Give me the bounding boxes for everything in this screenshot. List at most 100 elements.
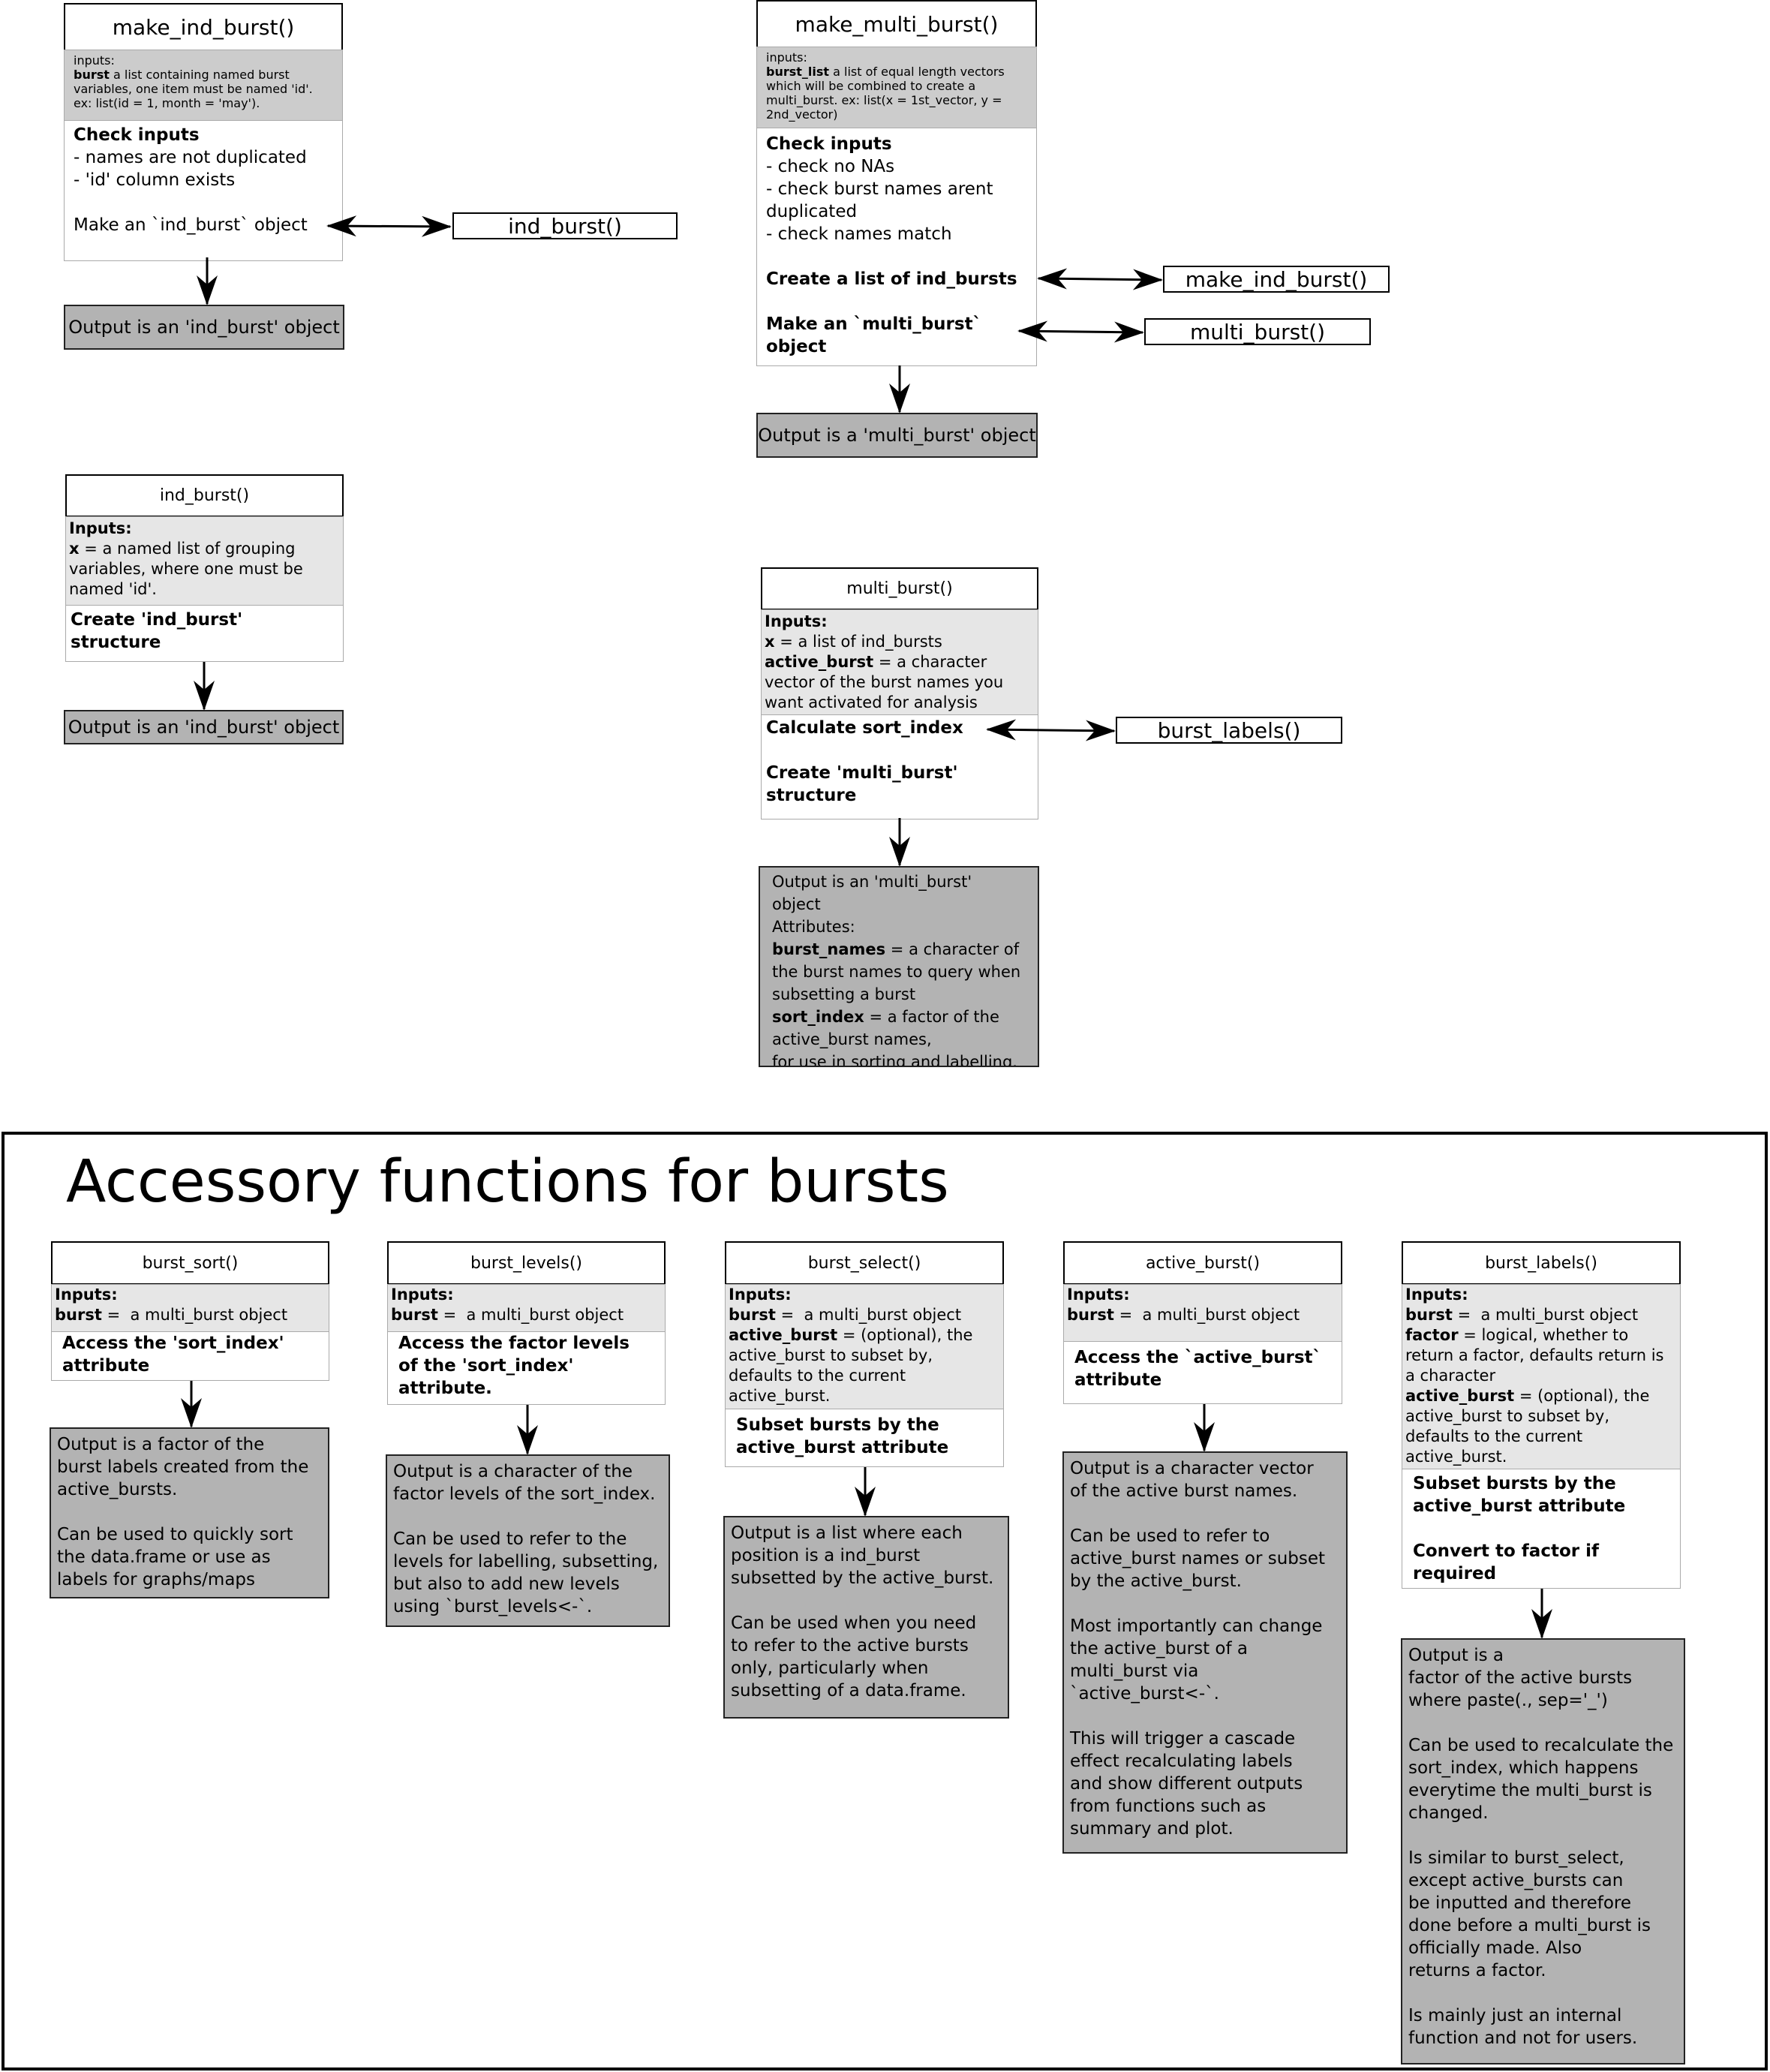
burst-labels-output-line: sort_index, which happens [1408, 1758, 1639, 1778]
burst-labels-output-line: returns a factor. [1408, 1961, 1546, 1980]
active-burst-inputs-line: Inputs: [1067, 1286, 1130, 1304]
make-multi-burst-body-line: - check burst names arent [766, 179, 993, 199]
make-multi-burst-body-line: - check names match [766, 224, 952, 244]
burst-labels-body-line: required [1413, 1564, 1497, 1583]
active-burst-body: Access the `active_burst`attribute [1063, 1341, 1342, 1404]
make-multi-burst-link-2-arrow [1017, 320, 1144, 343]
multi-burst-output-line: object [772, 895, 821, 913]
make-multi-burst-inputs-line: 2nd_vector) [766, 107, 838, 122]
make-ind-burst-inputs-line: variables, one item must be named 'id'. [74, 82, 313, 96]
active-burst-output-line: from functions such as [1070, 1797, 1267, 1816]
burst-select-body-line: active_burst attribute [736, 1438, 949, 1457]
burst-levels-title: burst_levels() [387, 1241, 666, 1285]
burst-labels-output-line: Is similar to burst_select, [1408, 1848, 1624, 1868]
make-ind-burst-body-line: - names are not duplicated [74, 148, 307, 167]
multi-burst-inputs-line: x = a list of ind_bursts [765, 633, 942, 651]
multi-burst-output-line: burst_names = a character of [772, 940, 1020, 958]
multi-burst-link-box: multi_burst() [1144, 318, 1371, 345]
burst-labels-inputs-line: Inputs: [1405, 1286, 1468, 1304]
burst-sort-inputs-line: burst = a multi_burst object [55, 1306, 288, 1324]
active-burst-output-line: Output is a character vector [1070, 1459, 1314, 1478]
make-ind-burst-link-box: make_ind_burst() [1163, 266, 1390, 293]
active-burst-output-line: Can be used to refer to [1070, 1526, 1270, 1546]
burst-labels-output-line: officially made. Also [1408, 1938, 1582, 1958]
ind-burst-inputs-line: variables, where one must be [69, 560, 303, 578]
make-multi-burst-inputs-line: multi_burst. ex: list(x = 1st_vector, y … [766, 93, 1002, 107]
multi-burst-output-line: for use in sorting and labelling. [772, 1053, 1017, 1067]
burst-select-inputs-line: active_burst to subset by, [729, 1346, 933, 1364]
multi-burst-body-line: Create 'multi_burst' [766, 763, 958, 783]
burst-sort-output-line: Can be used to quickly sort [57, 1525, 293, 1544]
burst-levels-body-line: of the 'sort_index' [398, 1356, 574, 1376]
burst-labels-output-line: changed. [1408, 1803, 1489, 1823]
active-burst-output-line: of the active burst names. [1070, 1481, 1298, 1501]
active-burst-output-line: by the active_burst. [1070, 1571, 1242, 1591]
active-burst-output-line: Most importantly can change [1070, 1616, 1323, 1636]
ind-burst-inputs-line: Inputs: [69, 519, 132, 537]
active-burst-output-line: multi_burst via [1070, 1662, 1199, 1681]
burst-sort-inputs: Inputs:burst = a multi_burst object [51, 1284, 329, 1333]
multi-burst-inputs-line: Inputs: [765, 612, 828, 630]
multi-burst-output-line: the burst names to query when [772, 963, 1021, 981]
active-burst-inputs: Inputs: burst = a multi_burst object [1063, 1284, 1342, 1343]
burst-labels-inputs-line: active_burst to subset by, [1405, 1407, 1609, 1425]
burst-labels-output-line: where paste(., sep='_') [1408, 1691, 1608, 1710]
burst-levels-output-line: Can be used to refer to the [393, 1529, 627, 1549]
burst-labels-inputs-line: return a factor, defaults return is [1405, 1346, 1664, 1364]
accessory-functions-frame [2, 1132, 1768, 2070]
burst-labels-output-line: be inputted and therefore [1408, 1893, 1632, 1913]
burst-labels-inputs-line: factor = logical, whether to [1405, 1326, 1629, 1344]
make-multi-burst-inputs-line: burst_list a list of equal length vector… [766, 65, 1005, 79]
burst-levels-inputs: Inputs:burst = a multi_burst object [387, 1284, 666, 1333]
ind-burst-body-line: structure [71, 633, 161, 652]
active-burst-output-line: and show different outputs [1070, 1774, 1303, 1794]
burst-labels-link-box: burst_labels() [1116, 717, 1342, 744]
burst-sort-output-line: Output is a factor of the [57, 1435, 265, 1454]
burst-labels-output-line: done before a multi_burst is [1408, 1916, 1651, 1935]
ind-burst-link-box: ind_burst() [452, 212, 678, 239]
active-burst-output-line: active_burst names or subset [1070, 1549, 1326, 1568]
burst-levels-output-line: levels for labelling, subsetting, [393, 1552, 659, 1571]
burst-labels-body-line: active_burst attribute [1413, 1496, 1626, 1516]
multi-burst-output-line: Output is an 'multi_burst' [772, 873, 972, 891]
burst-select-output-line: Output is a list where each [731, 1523, 963, 1543]
multi-burst-body-line: structure [766, 786, 857, 805]
multi-burst-output-line: Attributes: [772, 918, 855, 936]
make-multi-burst-body-line: Create a list of ind_bursts [766, 269, 1017, 289]
make-ind-burst-link-arrow [326, 215, 452, 237]
burst-sort-body: Access the 'sort_index'attribute [51, 1331, 329, 1381]
burst-levels-output-line: but also to add new levels [393, 1574, 620, 1594]
make-ind-burst-body: Check inputs- names are not duplicated- … [64, 120, 343, 261]
make-ind-burst-inputs-line: inputs: [74, 53, 115, 68]
burst-labels-inputs-line: active_burst = (optional), the [1405, 1387, 1650, 1405]
ind-burst-output: Output is an 'ind_burst' object [64, 710, 344, 744]
active-burst-body-line: attribute [1074, 1370, 1162, 1390]
make-ind-burst-body-line: Check inputs [74, 125, 200, 145]
burst-sort-body-line: attribute [62, 1356, 150, 1376]
ind-burst-body: Create 'ind_burst'structure [65, 605, 344, 662]
burst-sort-output-line: active_bursts. [57, 1480, 178, 1499]
burst-select-inputs-line: Inputs: [729, 1286, 792, 1304]
burst-levels-inputs-line: Inputs: [391, 1286, 454, 1304]
active-burst-inputs-line: burst = a multi_burst object [1067, 1306, 1300, 1324]
make-multi-burst-body-line: object [766, 337, 827, 356]
burst-sort-output-line: labels for graphs/maps [57, 1570, 255, 1589]
burst-labels-body-line: Subset bursts by the [1413, 1474, 1616, 1493]
make-multi-burst-body-line: Make an `multi_burst` [766, 314, 982, 334]
multi-burst-output-line: subsetting a burst [772, 985, 916, 1003]
make-multi-burst-output: Output is a 'multi_burst' object [756, 413, 1038, 458]
active-burst-output: Output is a character vector of the activ… [1062, 1451, 1348, 1854]
accessory-heading: Accessory functions for bursts [66, 1148, 949, 1216]
